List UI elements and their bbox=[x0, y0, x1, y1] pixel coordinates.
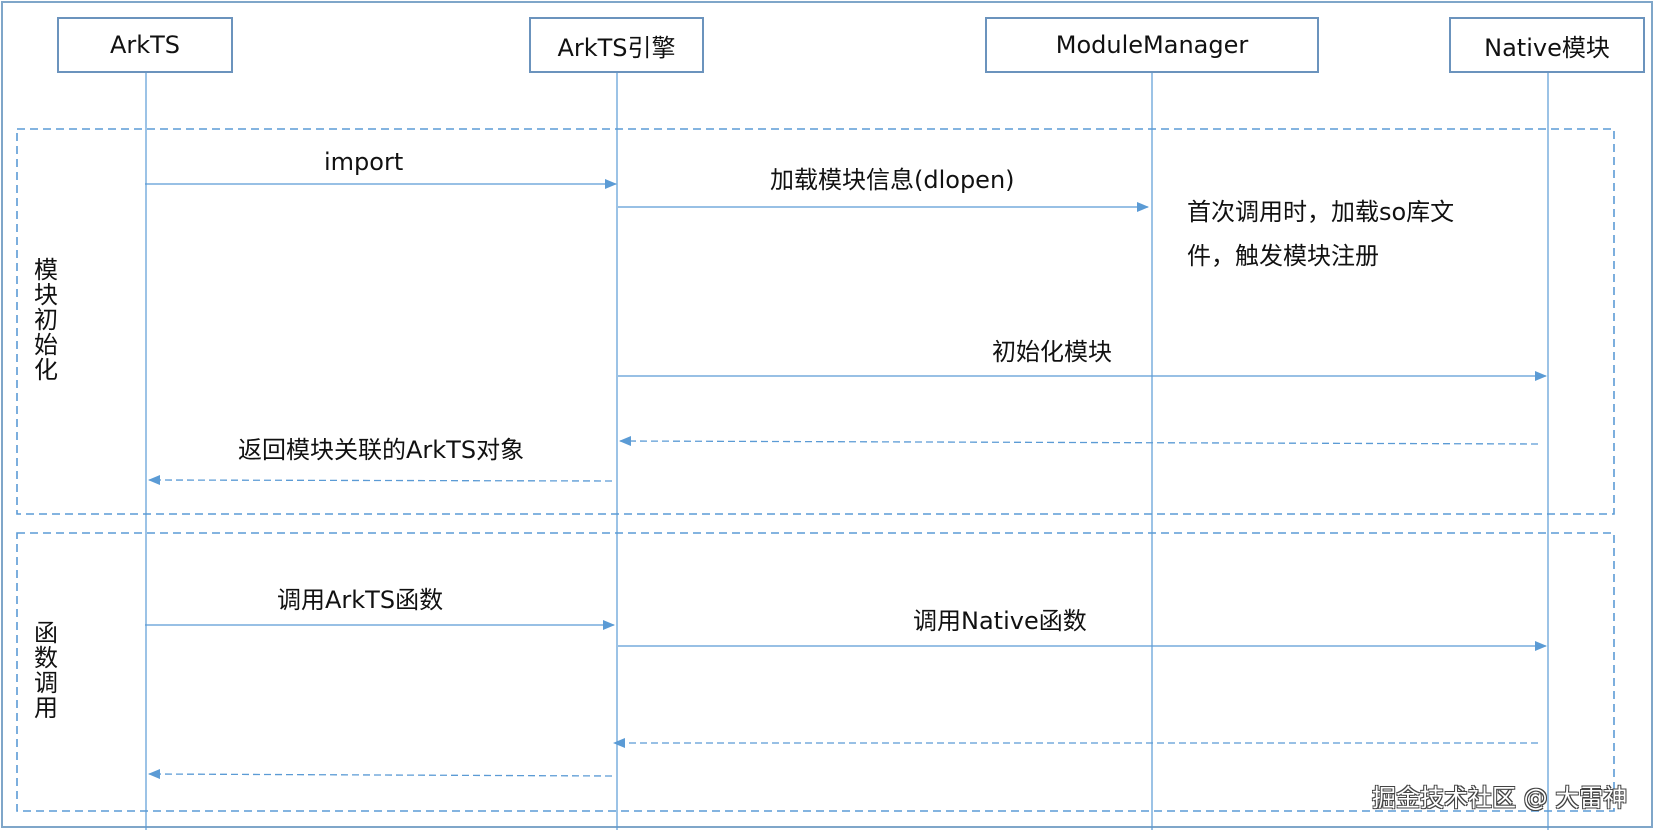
note-dlopen: 首次调用时，加载so库文件，触发模块注册 bbox=[1187, 198, 1455, 270]
participant-label-module-manager: ModuleManager bbox=[1055, 31, 1249, 59]
participant-label-native-module: Native模块 bbox=[1484, 33, 1610, 62]
return-arrow-engine-to-arkts-init bbox=[148, 475, 613, 486]
participant-label-engine: ArkTS引擎 bbox=[557, 33, 676, 62]
participant-box-native-module bbox=[1449, 17, 1645, 73]
watermark: 掘金技术社区 @ 大雷神 bbox=[1372, 784, 1628, 812]
return-arrow-native-to-engine-init bbox=[619, 436, 1539, 447]
message-label-call-native: 调用Native函数 bbox=[913, 607, 1087, 635]
group-frame-init bbox=[16, 128, 1615, 515]
message-label-load-info: 加载模块信息(dlopen) bbox=[770, 166, 1015, 194]
message-label-call-arkts: 调用ArkTS函数 bbox=[277, 586, 444, 614]
participant-label-arkts: ArkTS bbox=[109, 31, 181, 59]
message-label-import: import bbox=[324, 148, 404, 176]
message-label-init-module: 初始化模块 bbox=[992, 338, 1112, 366]
participant-box-engine bbox=[529, 17, 704, 73]
group-frame-call bbox=[16, 532, 1615, 812]
group-label-init: 模块初始化 bbox=[34, 256, 58, 384]
participant-box-module-manager bbox=[985, 17, 1319, 73]
group-label-call: 函数调用 bbox=[34, 619, 58, 722]
return-arrow-engine-to-arkts-call bbox=[148, 769, 613, 780]
message-label-return-object: 返回模块关联的ArkTS对象 bbox=[238, 436, 525, 464]
participant-box-arkts bbox=[57, 17, 233, 73]
